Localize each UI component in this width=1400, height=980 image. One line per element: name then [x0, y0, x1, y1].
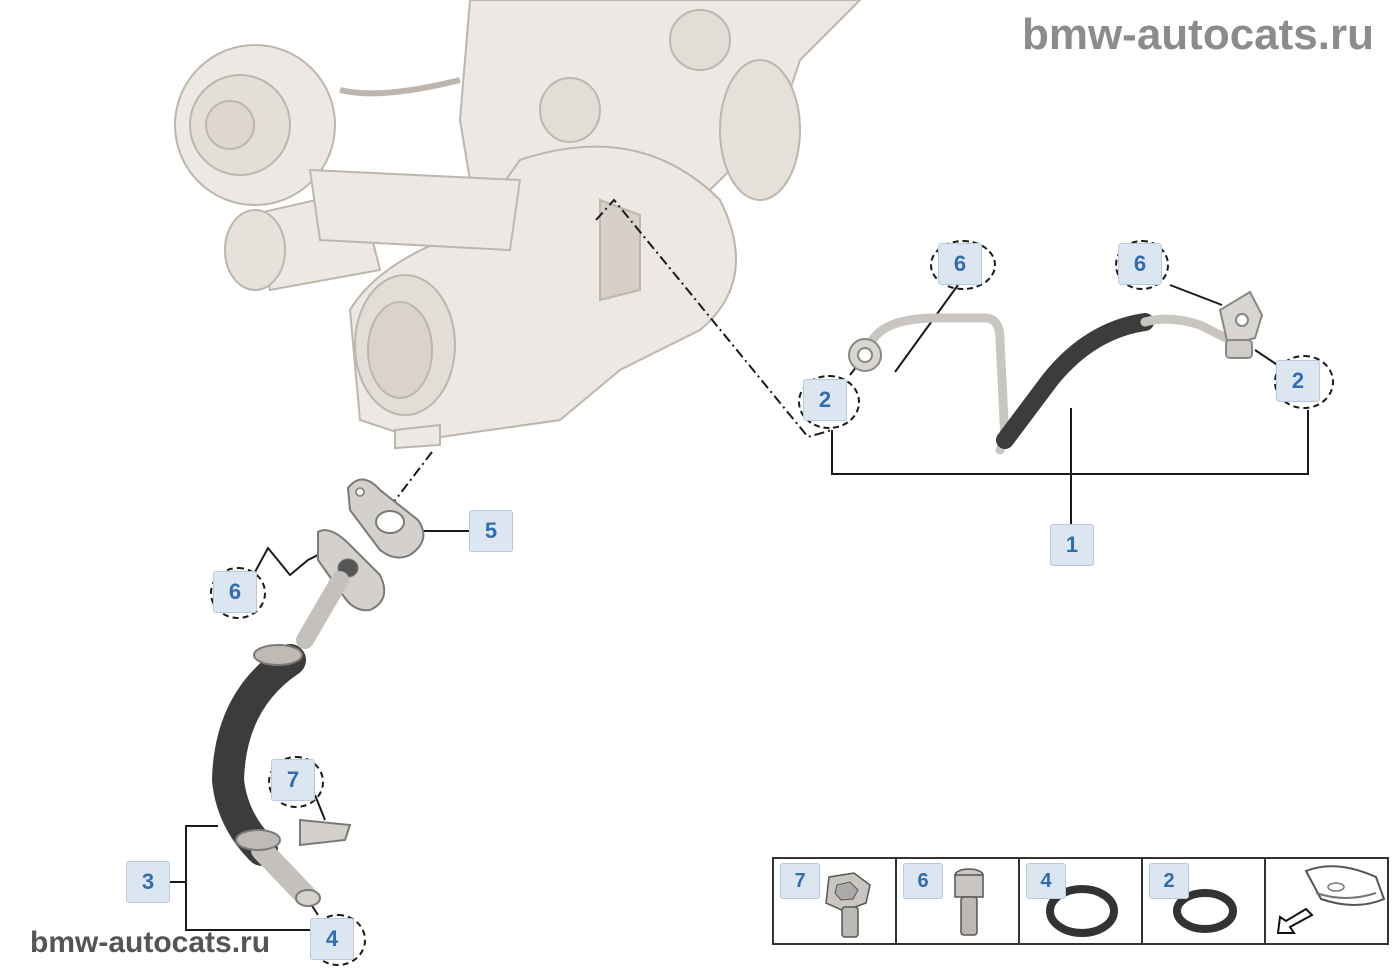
watermark-bottom: bmw-autocats.ru [30, 926, 270, 960]
gasket [348, 479, 423, 557]
callout-3[interactable]: 3 [126, 861, 170, 903]
oil-feed-pipe [849, 292, 1262, 450]
turbocharger-illustration [175, 0, 860, 448]
legend-item-6[interactable]: 6 [897, 859, 1020, 943]
callout-7[interactable]: 7 [271, 759, 315, 801]
legend-item-2[interactable]: 2 [1143, 859, 1266, 943]
callout-4[interactable]: 4 [310, 918, 354, 960]
callout-2-left[interactable]: 2 [803, 379, 847, 421]
callout-2-right[interactable]: 2 [1276, 360, 1320, 402]
legend-item-7[interactable]: 7 [774, 859, 897, 943]
parts-legend: 7 6 4 2 [772, 857, 1389, 945]
callout-6-lower[interactable]: 6 [213, 571, 257, 613]
legend-label-4: 4 [1026, 863, 1066, 899]
callout-6-top-right[interactable]: 6 [1118, 243, 1162, 285]
callout-5[interactable]: 5 [469, 510, 513, 552]
legend-item-4[interactable]: 4 [1020, 859, 1143, 943]
legend-label-6: 6 [903, 863, 943, 899]
legend-label-2: 2 [1149, 863, 1189, 899]
watermark-top: bmw-autocats.ru [1022, 10, 1374, 60]
legend-item-location [1266, 859, 1387, 943]
car-front-location-icon [1266, 859, 1388, 943]
callout-1[interactable]: 1 [1050, 524, 1094, 566]
legend-label-7: 7 [780, 863, 820, 899]
callout-6-top-left[interactable]: 6 [938, 243, 982, 285]
